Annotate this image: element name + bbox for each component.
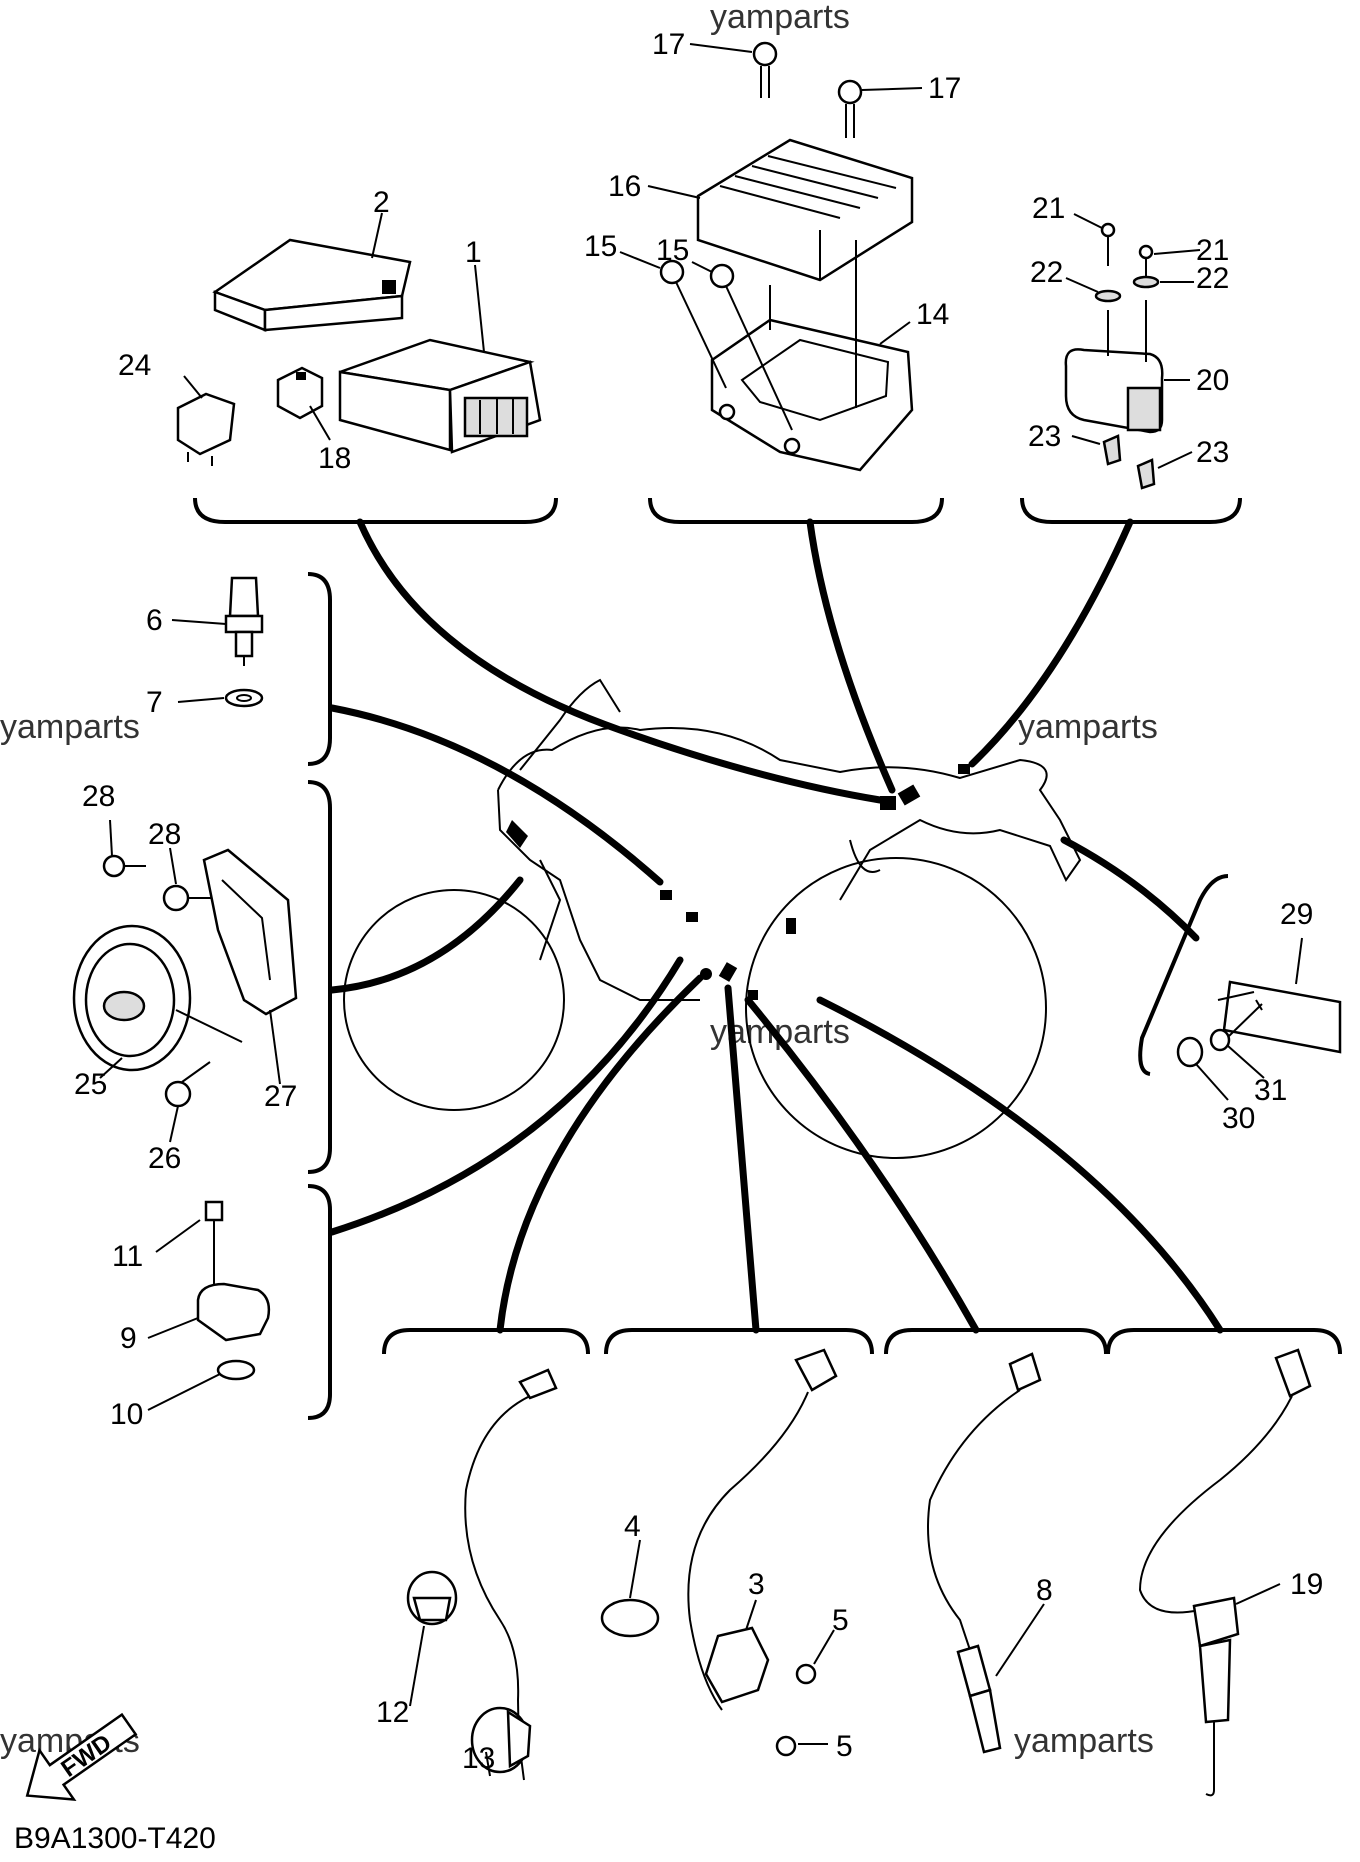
group-ecu: 2 1 24 18 (118, 186, 558, 524)
fwd-arrow-icon: FWD (25, 1712, 138, 1801)
callout-30: 30 (1222, 1102, 1255, 1135)
callout-23-b: 23 (1196, 436, 1229, 469)
callout-17-b: 17 (928, 72, 961, 105)
callout-11: 11 (112, 1240, 143, 1273)
group-sensor-19: 19 (1106, 1328, 1342, 1797)
group-horn: 28 28 25 26 27 (72, 780, 332, 1175)
callout-24: 24 (118, 349, 151, 382)
group-sensor-8: 8 (884, 1328, 1108, 1754)
callout-26: 26 (148, 1142, 181, 1175)
callout-1: 1 (465, 236, 482, 269)
callout-28-a: 28 (82, 780, 115, 813)
diagram-code: B9A1300-T420 (14, 1822, 216, 1855)
callout-22-b: 22 (1196, 262, 1229, 295)
callout-22-a: 22 (1030, 256, 1063, 289)
callout-23-a: 23 (1028, 420, 1061, 453)
callout-2: 2 (373, 186, 390, 219)
routing-lines (328, 518, 1224, 1334)
callout-5-b: 5 (836, 1730, 853, 1763)
callout-20: 20 (1196, 364, 1229, 397)
callout-15-a: 15 (584, 230, 617, 263)
callout-13: 13 (462, 1742, 495, 1775)
callout-31: 31 (1254, 1074, 1287, 1107)
watermark-bottom-right: yamparts (1014, 1722, 1154, 1760)
connectors (506, 764, 970, 1000)
callout-9: 9 (120, 1322, 137, 1355)
watermark-left: yamparts (0, 708, 140, 746)
callout-6: 6 (146, 604, 163, 637)
callout-21-b: 21 (1196, 234, 1229, 267)
group-reflector: 29 31 30 (1138, 874, 1342, 1135)
callout-10: 10 (110, 1398, 143, 1431)
callout-18: 18 (318, 442, 351, 475)
watermark-top: yamparts (710, 0, 850, 36)
callout-4: 4 (624, 1510, 641, 1543)
group-relay: 21 21 22 22 20 23 23 (1020, 192, 1242, 524)
callout-7: 7 (146, 686, 163, 719)
callout-27: 27 (264, 1080, 297, 1113)
group-sensor-3: 4 3 5 5 (600, 1328, 874, 1763)
group-knock-sensor: 12 13 (376, 1328, 590, 1781)
callout-21-a: 21 (1032, 192, 1065, 225)
callout-5-a: 5 (832, 1604, 849, 1637)
callout-14: 14 (916, 298, 949, 331)
motorcycle-outline (343, 678, 1082, 1159)
callout-17-a: 17 (652, 28, 685, 61)
callout-28-b: 28 (148, 818, 181, 851)
callout-12: 12 (376, 1696, 409, 1729)
watermark-right: yamparts (1018, 708, 1158, 746)
group-sensor-cap: 11 9 10 (110, 1184, 332, 1431)
callout-29: 29 (1280, 898, 1313, 931)
callout-16: 16 (608, 170, 641, 203)
group-temp-sensor: 6 7 (146, 572, 332, 766)
callout-19: 19 (1290, 1568, 1323, 1601)
callout-3: 3 (748, 1568, 765, 1601)
group-regulator: 17 17 16 15 15 14 (584, 28, 961, 524)
callout-25: 25 (74, 1068, 107, 1101)
callout-15-b: 15 (656, 234, 689, 267)
callout-8: 8 (1036, 1574, 1053, 1607)
